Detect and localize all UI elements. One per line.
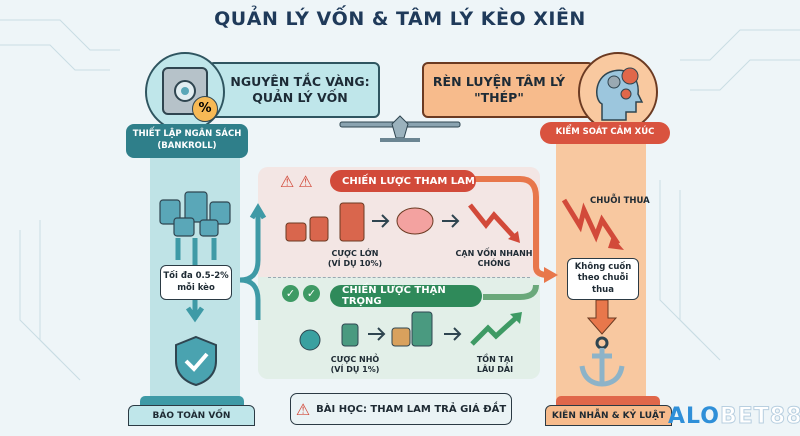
logo-part1: ALO (668, 404, 720, 429)
small-bet-label: CƯỢC NHỎ (VÍ DỤ 1%) (330, 355, 380, 375)
balance-scale-icon (339, 115, 461, 142)
coins-icon (159, 191, 231, 323)
safe-icon (145, 52, 225, 132)
logo-part2: BET88 (719, 404, 800, 430)
mindset-header: RÈN LUYỆN TÂM LÝ "THÉP" (422, 62, 594, 118)
money-management-header: NGUYÊN TẮC VÀNG: QUẢN LÝ VỐN (208, 62, 380, 118)
check-icons: ✓ ✓ (282, 285, 320, 302)
greedy-strategy-title: CHIẾN LƯỢC THAM LAM (330, 170, 476, 192)
no-chase-bubble: Không cuốn theo chuỗi thua (567, 258, 639, 300)
head-gears-icon (578, 52, 658, 132)
shield-check-icon (175, 335, 217, 387)
check-icon: ✓ (303, 285, 320, 302)
long-survival-label: TỒN TẠI LÂU DÀI (476, 355, 514, 375)
preserve-capital-base: BẢO TOÀN VỐN (128, 405, 255, 426)
lesson-text: BÀI HỌC: THAM LAM TRẢ GIÁ ĐẮT (316, 403, 507, 415)
page-title: QUẢN LÝ VỐN & TÂM LÝ KÈO XIÊN (214, 8, 586, 30)
percent-badge: % (192, 96, 218, 122)
base-top (140, 396, 244, 406)
bankroll-pill: THIẾT LẬP NGÂN SÁCH (BANKROLL) (126, 124, 248, 158)
down-arrow-icon (586, 300, 618, 335)
emotion-control-pill: KIỂM SOÁT CẢM XÚC (540, 122, 670, 144)
big-bet-label: CƯỢC LỚN (VÍ DỤ 10%) (327, 249, 383, 269)
warning-icon: ⚠ (295, 399, 311, 419)
losing-streak-label: CHUỖI THUA (590, 196, 650, 206)
check-icon: ✓ (282, 285, 299, 302)
zigzag-down-arrow-icon (562, 198, 624, 250)
anchor-icon (579, 336, 625, 387)
warning-icon: ⚠ (298, 172, 313, 191)
careful-flow-icons (299, 311, 522, 351)
greedy-flow-icons (285, 202, 520, 243)
careful-strategy-title: CHIẾN LƯỢC THẬN TRỌNG (330, 285, 482, 307)
strategy-arrows (468, 176, 558, 300)
fast-depletion-label: CẠN VỐN NHANH CHÓNG (455, 249, 533, 269)
branch-arrows (240, 203, 267, 320)
brand-logo: ALOBET88 (668, 404, 800, 430)
warning-icons: ⚠ ⚠ (280, 172, 313, 191)
lesson-callout: ⚠ BÀI HỌC: THAM LAM TRẢ GIÁ ĐẮT (290, 393, 512, 425)
discipline-base: KIÊN NHẪN & KỶ LUẬT (545, 405, 672, 426)
warning-icon: ⚠ (280, 172, 295, 191)
max-stake-bubble: Tối đa 0.5-2% mỗi kèo (160, 265, 232, 300)
base-top (556, 396, 660, 406)
